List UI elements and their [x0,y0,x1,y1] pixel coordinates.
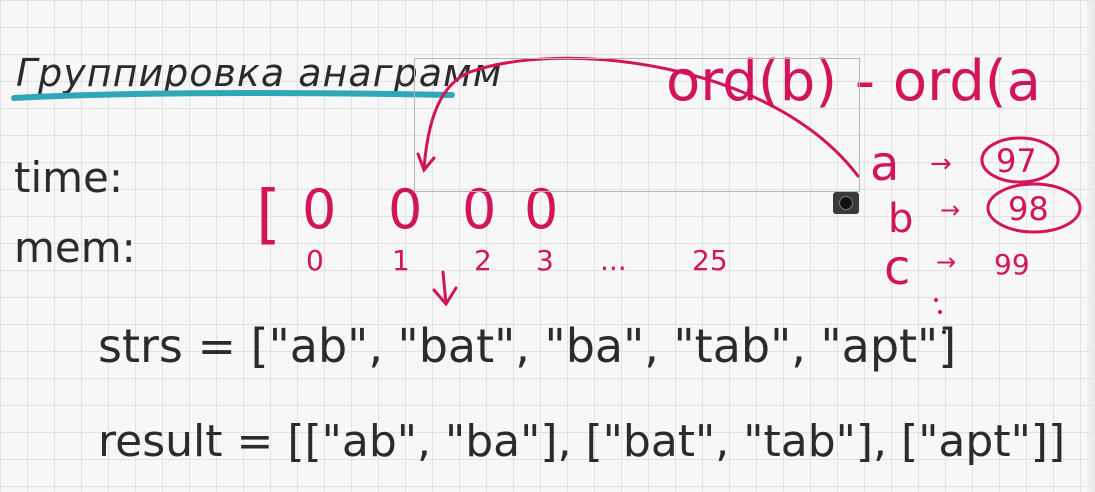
mem-label: mem: [14,223,136,272]
array-cell-2: 0 [462,178,496,241]
curved-arrow-head-icon [416,152,436,173]
array-open-bracket: [ [256,178,281,252]
ascii-code: 98 [1008,190,1049,228]
ascii-arrow: → [936,248,956,276]
ascii-code: 99 [994,248,1030,281]
circle-annotation [980,136,1060,184]
dot-mark [934,298,938,302]
ascii-char: a [870,136,899,192]
array-index-25: 25 [692,244,728,277]
ascii-arrow: → [940,196,960,224]
right-edge-shade [1085,0,1095,492]
dot-mark [938,310,942,314]
selection-box[interactable] [414,58,860,192]
ascii-code: 97 [996,142,1037,180]
array-cell-0: 0 [302,178,336,241]
circle-annotation [986,182,1082,234]
strs-line: strs = ["ab", "bat", "ba", "tab", "apt"] [98,319,956,373]
down-arrow-icon [432,270,458,307]
ascii-char: c [884,240,910,296]
curved-arrow-icon [422,56,860,178]
array-index-ellipsis: ... [600,244,627,277]
ascii-char: b [888,196,913,242]
ord-formula: ord(b) - ord(a [666,49,1041,114]
resize-handle-icon[interactable] [833,192,859,214]
ascii-row-b: b → 98 [888,182,1082,242]
ascii-arrow: → [930,149,952,179]
ascii-row-a: a → 97 [870,136,1060,192]
array-cell-3: 0 [524,178,558,241]
handle-dot-icon [839,196,853,210]
array-cell-1: 0 [388,178,422,241]
title-underline [11,90,455,101]
dot-mark [942,330,946,334]
array-index-3: 3 [536,244,554,277]
array-index-0: 0 [306,244,324,277]
array-index-2: 2 [474,244,492,277]
time-label: time: [14,153,123,202]
result-line: result = [["ab", "ba"], ["bat", "tab"], … [98,416,1065,467]
ascii-row-c: c → 99 [884,240,1030,296]
array-index-1: 1 [392,244,410,277]
